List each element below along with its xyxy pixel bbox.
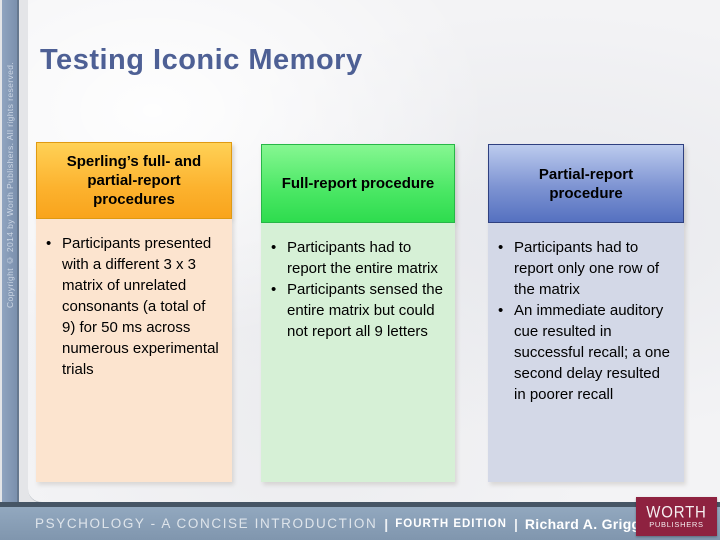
- copyright-text: Copyright © 2014 by Worth Publishers. Al…: [5, 61, 15, 308]
- footer-edition: FOURTH EDITION: [395, 517, 507, 530]
- page-title: Testing Iconic Memory: [40, 44, 363, 76]
- list-item: • Participants had to report only one ro…: [498, 237, 672, 300]
- column-header-sperling: Sperling’s full- and partial-report proc…: [36, 142, 232, 219]
- bullet-icon: •: [46, 235, 52, 252]
- bullet-text: Participants had to report only one row …: [514, 239, 660, 298]
- publisher-name: WORTH: [646, 502, 707, 522]
- bullet-text: An immediate auditory cue resulted in su…: [514, 302, 670, 403]
- bullet-text: Participants sensed the entire matrix bu…: [287, 281, 443, 340]
- footer-divider: [0, 502, 720, 507]
- list-item: • An immediate auditory cue resulted in …: [498, 300, 672, 405]
- column-body-full-report: • Participants had to report the entire …: [261, 223, 455, 482]
- footer-book-title: PSYCHOLOGY - A CONCISE INTRODUCTION: [35, 516, 378, 531]
- footer-separator: |: [384, 515, 389, 532]
- copyright-sidebar: Copyright © 2014 by Worth Publishers. Al…: [2, 0, 19, 503]
- bullet-text: Participants had to report the entire ma…: [287, 239, 438, 277]
- bullet-text: Participants presented with a different …: [62, 235, 219, 378]
- column-header-full-report-label: Full-report procedure: [281, 175, 435, 192]
- column-header-full-report: Full-report procedure: [261, 144, 455, 223]
- list-item: • Participants sensed the entire matrix …: [271, 279, 443, 342]
- bullet-icon: •: [498, 239, 504, 256]
- list-item: • Participants had to report the entire …: [271, 237, 443, 279]
- column-body-sperling: • Participants presented with a differen…: [36, 219, 232, 482]
- worth-publishers-logo: WORTH PUBLISHERS: [636, 497, 717, 536]
- bullet-icon: •: [271, 281, 277, 298]
- list-item: • Participants presented with a differen…: [46, 233, 220, 380]
- bullet-icon: •: [271, 239, 277, 256]
- publisher-subname: PUBLISHERS: [649, 519, 704, 529]
- footer: PSYCHOLOGY - A CONCISE INTRODUCTION | FO…: [0, 507, 720, 540]
- footer-separator: |: [513, 515, 518, 532]
- column-body-partial-report: • Participants had to report only one ro…: [488, 223, 684, 482]
- column-header-partial-report-label: Partial-report procedure: [538, 165, 634, 202]
- column-header-partial-report: Partial-report procedure: [488, 144, 684, 223]
- bullet-icon: •: [498, 302, 504, 319]
- footer-author: Richard A. Griggs: [524, 515, 649, 532]
- column-header-sperling-label: Sperling’s full- and partial-report proc…: [66, 153, 202, 208]
